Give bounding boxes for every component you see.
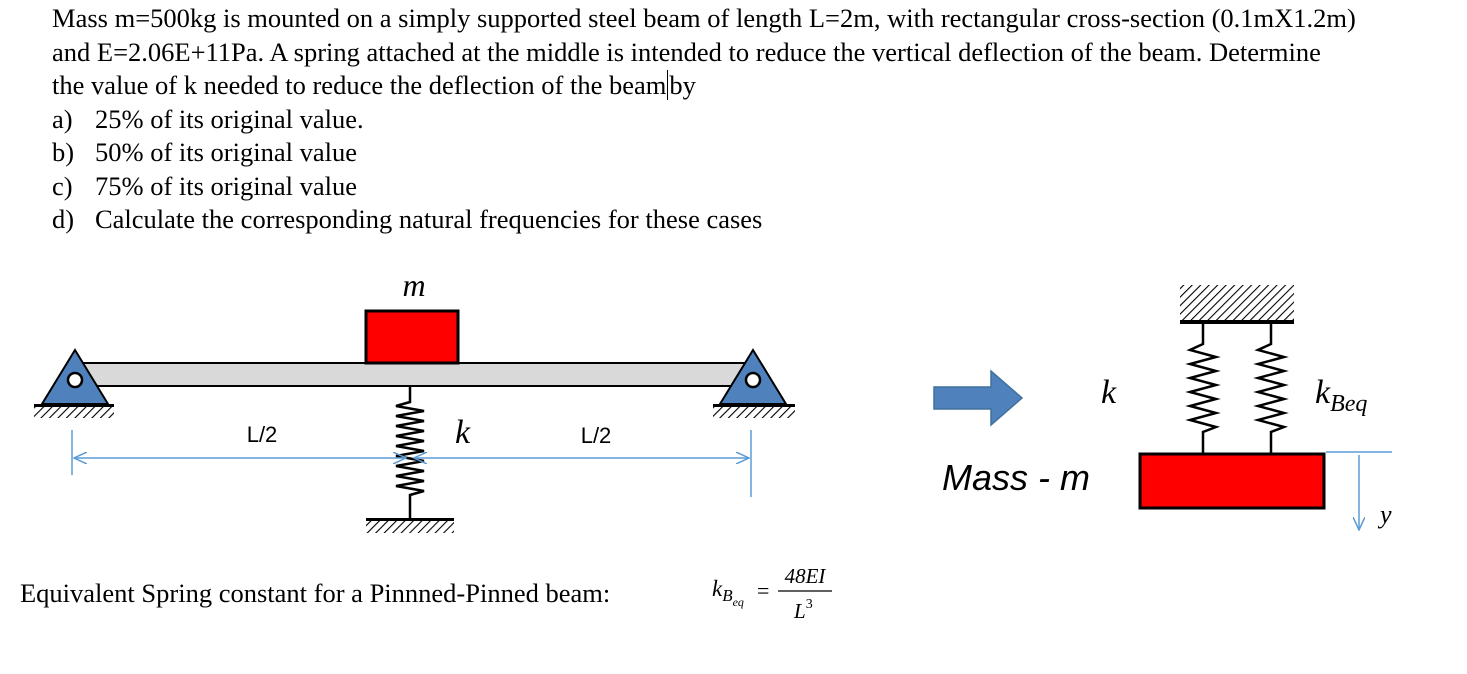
option-d: d) Calculate the corresponding natural fr… — [52, 203, 1452, 237]
problem-line-3-text: the value of k needed to reduce the defl… — [52, 70, 667, 100]
right-pin-support — [713, 348, 795, 418]
option-d-text: Calculate the corresponding natural freq… — [95, 204, 763, 234]
problem-line-3-end: by — [669, 70, 696, 100]
dimension-lines — [71, 430, 752, 497]
kbeq-formula: kBeq = 48EI L3 — [712, 564, 832, 623]
mass-block — [364, 309, 460, 365]
formula-denominator: L3 — [793, 597, 813, 623]
option-a-text: 25% of its original value. — [95, 103, 364, 134]
displacement-y-label: y — [1377, 500, 1392, 529]
beam-figure: m k — [34, 267, 795, 533]
problem-line-2: and E=2.06E+11Pa. A spring attached at t… — [52, 36, 1321, 67]
problem-statement: Mass m=500kg is mounted on a simply supp… — [52, 2, 1452, 237]
option-c-label: c) — [52, 170, 73, 201]
spring-k — [1185, 324, 1221, 454]
option-b: b) 50% of its original value — [52, 136, 1452, 170]
equivalent-figure: k kBeq Mass - m y — [942, 285, 1392, 530]
option-d-label: d) — [52, 204, 75, 234]
equivalent-mass-block — [1138, 452, 1326, 510]
right-dimension-label: L/2 — [581, 423, 612, 448]
spring-k-label: k — [455, 414, 471, 451]
formula-lhs-eq: eq — [733, 595, 744, 609]
left-dimension-label: L/2 — [247, 422, 278, 447]
formula-denominator-exp: 3 — [806, 597, 813, 612]
problem-line-3: the value of k needed to reduce the defl… — [52, 69, 1452, 103]
beam — [71, 362, 755, 387]
ceiling-hatch — [1180, 285, 1294, 323]
formula-lhs-b: B — [722, 586, 733, 605]
center-spring — [366, 386, 454, 533]
formula-equals: = — [757, 578, 769, 603]
formula-numerator: 48EI — [785, 564, 827, 588]
transform-arrow — [933, 369, 1024, 427]
option-a-label: a) — [52, 103, 73, 134]
equivalent-mass-label: Mass - m — [942, 457, 1090, 498]
kbeq-sub: Beq — [1330, 391, 1367, 417]
spring-kbeq — [1253, 324, 1289, 454]
left-pin-support — [34, 348, 114, 418]
formula-row: Equivalent Spring constant for a Pinnned… — [20, 564, 832, 623]
formula-lhs: kBeq — [712, 576, 744, 609]
option-b-label: b) — [52, 137, 75, 167]
ceiling — [1180, 320, 1294, 324]
kbeq-main: k — [1315, 374, 1331, 411]
formula-denominator-l: L — [793, 599, 806, 623]
problem-line-1: Mass m=500kg is mounted on a simply supp… — [52, 3, 1356, 33]
option-c-text: 75% of its original value — [95, 170, 357, 201]
mass-label: m — [402, 267, 425, 303]
option-b-text: 50% of its original value — [95, 137, 357, 167]
eq-spring-kbeq-label: kBeq — [1315, 374, 1367, 417]
option-c: c) 75% of its original value — [52, 170, 1452, 204]
text-cursor — [667, 70, 669, 100]
option-a: a) 25% of its original value. — [52, 103, 1452, 137]
formula-caption: Equivalent Spring constant for a Pinnned… — [20, 578, 610, 608]
formula-lhs-k: k — [712, 576, 723, 601]
eq-spring-k-label: k — [1101, 374, 1117, 411]
